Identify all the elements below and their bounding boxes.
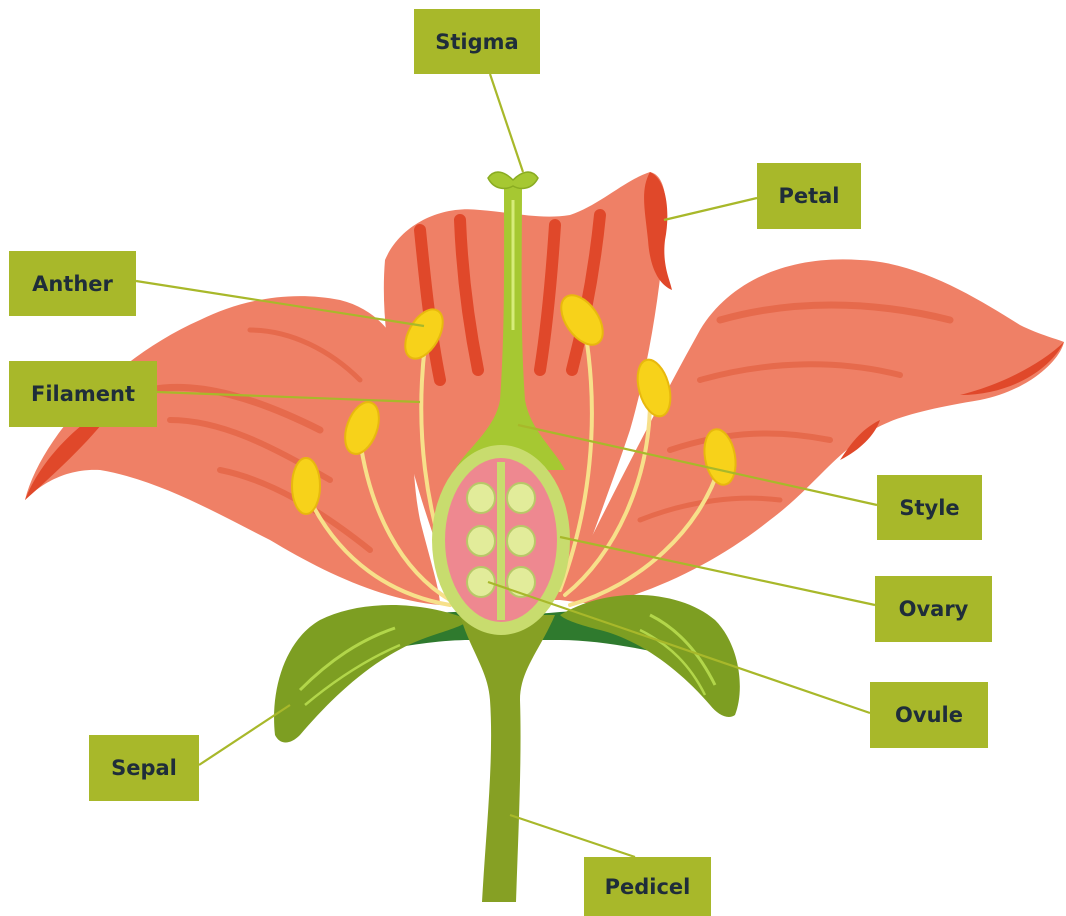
- label-ovary: Ovary: [875, 576, 992, 642]
- label-ovule: Ovule: [870, 682, 988, 748]
- pedicel-stem: [460, 615, 555, 902]
- label-pedicel: Pedicel: [584, 857, 711, 916]
- leader-pedicel: [510, 815, 635, 857]
- label-sepal: Sepal: [89, 735, 199, 801]
- label-petal: Petal: [757, 163, 861, 229]
- ovary-body: [432, 445, 570, 635]
- label-stigma: Stigma: [414, 9, 540, 74]
- sepal-left: [274, 605, 470, 743]
- petal-left: [25, 296, 440, 605]
- sepal-right: [560, 595, 740, 717]
- leader-petal: [664, 198, 757, 220]
- leader-stigma: [490, 74, 523, 172]
- label-anther: Anther: [9, 251, 136, 316]
- label-style: Style: [877, 475, 982, 540]
- label-filament: Filament: [9, 361, 157, 427]
